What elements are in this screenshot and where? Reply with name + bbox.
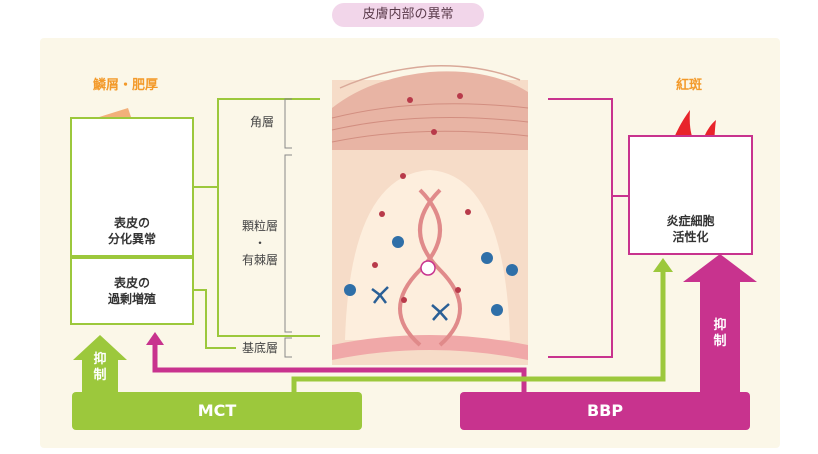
- layer-bracket-basal: [284, 337, 292, 358]
- cornified-line-2: [331, 117, 529, 131]
- erythema-label: 紅斑: [676, 78, 703, 93]
- cornified-line-1: [331, 103, 529, 119]
- red-dot: [465, 209, 471, 215]
- layer-spinous: 有棘層: [241, 253, 278, 267]
- white-cell: [420, 260, 436, 276]
- mct-suppress-char2: 制: [93, 368, 107, 383]
- mct-suppress-label: 抑 制: [90, 352, 110, 384]
- proliferation-box: 表皮の 過剰増殖: [70, 257, 194, 325]
- scale-thickening-label: 鱗屑・肥厚: [93, 78, 159, 93]
- layer-bracket-cornified: [284, 98, 292, 149]
- inflammation-box: 炎症細胞 活性化: [628, 135, 753, 255]
- red-dot: [407, 97, 413, 103]
- layer-cornified: 角層: [249, 115, 274, 129]
- diagram-title: 皮膚内部の異常: [332, 3, 484, 27]
- cornified-line-3: [331, 130, 529, 143]
- skin-illustration: [331, 65, 529, 365]
- red-dot: [379, 211, 385, 217]
- mct-bar: MCT: [72, 392, 362, 430]
- cell-dot: [506, 264, 518, 276]
- mct-to-inflammation-arrowhead: [653, 258, 673, 272]
- dendritic-cell: [431, 303, 450, 321]
- bbp-suppress-arrow: [683, 254, 757, 392]
- layer-dot: ・: [253, 236, 266, 250]
- red-dot: [457, 93, 463, 99]
- red-dot: [400, 173, 406, 179]
- red-dot: [372, 262, 378, 268]
- cell-dot: [491, 304, 503, 316]
- skin-surface-top: [332, 71, 528, 150]
- bbp-suppress-char1: 抑: [713, 318, 727, 333]
- cell-dot: [481, 252, 493, 264]
- bbp-suppress-char2: 制: [713, 334, 727, 349]
- differentiation-box: 表皮の 分化異常: [70, 117, 194, 257]
- mct-inhibit-arrowhead: [146, 332, 164, 345]
- red-dot: [431, 129, 437, 135]
- mct-to-inflammation-line: [291, 270, 666, 392]
- differentiation-line2: 分化異常: [107, 232, 156, 246]
- differentiation-line1: 表皮の: [113, 216, 150, 230]
- proliferation-line2: 過剰増殖: [107, 292, 156, 306]
- bbp-suppress-label: 抑 制: [710, 318, 730, 350]
- cell-dot: [344, 284, 356, 296]
- proliferation-line1: 表皮の: [113, 276, 150, 290]
- layer-granular: 顆粒層: [241, 219, 278, 233]
- capillary-a: [398, 188, 442, 347]
- green-bracket-vertical: [217, 98, 320, 337]
- layer-basal: 基底層: [241, 341, 278, 355]
- cell-dot: [392, 236, 404, 248]
- red-dot: [455, 287, 461, 293]
- capillary-b: [418, 188, 462, 347]
- magenta-bracket-right: [548, 98, 613, 358]
- mct-suppress-char1: 抑: [93, 352, 107, 367]
- dendritic-cell: [371, 286, 389, 304]
- bbp-bar: BBP: [460, 392, 750, 430]
- mct-suppress-arrow: [73, 335, 127, 392]
- skin-surface-line: [339, 65, 521, 89]
- basal-membrane: [332, 335, 528, 360]
- layer-bracket-spinous: [284, 154, 292, 333]
- red-dot: [401, 297, 407, 303]
- green-bracket-basal: [193, 289, 236, 349]
- inflammation-line1: 炎症細胞: [666, 214, 715, 228]
- inflammation-line2: 活性化: [672, 230, 709, 244]
